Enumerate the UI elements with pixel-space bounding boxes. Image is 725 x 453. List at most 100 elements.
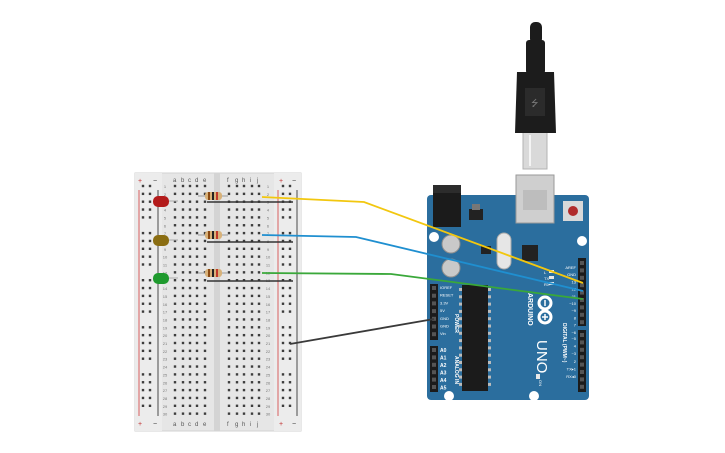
breadboard-hole[interactable]	[227, 271, 231, 274]
breadboard-hole[interactable]	[188, 255, 192, 258]
breadboard-hole[interactable]	[203, 286, 207, 290]
breadboard-hole[interactable]	[250, 255, 254, 258]
rail-hole[interactable]	[148, 341, 152, 345]
breadboard-hole[interactable]	[235, 388, 239, 392]
rail-hole[interactable]	[141, 357, 145, 360]
breadboard-hole[interactable]	[195, 286, 199, 290]
breadboard-hole[interactable]	[203, 224, 207, 227]
power-pin-hole[interactable]	[432, 332, 436, 337]
rail-hole[interactable]	[141, 231, 145, 235]
breadboard-hole[interactable]	[173, 349, 177, 353]
rail-hole[interactable]	[281, 255, 285, 258]
breadboard-hole[interactable]	[235, 184, 239, 188]
breadboard-hole[interactable]	[188, 192, 192, 196]
analog-pin-hole[interactable]	[432, 362, 436, 367]
breadboard-hole[interactable]	[242, 310, 246, 313]
digital-pin-hole[interactable]	[580, 261, 584, 265]
breadboard-hole[interactable]	[227, 365, 231, 368]
breadboard-hole[interactable]	[242, 318, 246, 321]
rail-hole[interactable]	[281, 357, 285, 360]
breadboard-hole[interactable]	[181, 373, 185, 376]
breadboard-hole[interactable]	[195, 224, 199, 227]
rail-hole[interactable]	[288, 310, 292, 313]
rail-hole[interactable]	[281, 192, 285, 196]
breadboard-hole[interactable]	[235, 271, 239, 274]
rail-hole[interactable]	[141, 333, 145, 337]
rail-hole[interactable]	[148, 326, 152, 329]
breadboard-hole[interactable]	[181, 263, 185, 266]
resistor-2[interactable]	[198, 231, 228, 239]
breadboard-hole[interactable]	[188, 216, 192, 219]
breadboard-hole[interactable]	[181, 224, 185, 227]
breadboard-hole[interactable]	[195, 326, 199, 329]
breadboard-hole[interactable]	[203, 263, 207, 266]
breadboard-hole[interactable]	[242, 208, 246, 211]
rail-hole[interactable]	[141, 310, 145, 313]
breadboard-hole[interactable]	[227, 208, 231, 211]
breadboard-hole[interactable]	[173, 286, 177, 290]
breadboard-hole[interactable]	[227, 404, 231, 407]
breadboard-hole[interactable]	[250, 349, 254, 353]
breadboard-hole[interactable]	[173, 192, 177, 196]
breadboard-hole[interactable]	[188, 200, 192, 203]
breadboard-hole[interactable]	[250, 326, 254, 329]
breadboard-hole[interactable]	[242, 231, 246, 235]
rail-hole[interactable]	[288, 184, 292, 188]
breadboard-hole[interactable]	[257, 255, 261, 258]
digital-pin-hole[interactable]	[580, 320, 584, 325]
breadboard-hole[interactable]	[257, 349, 261, 353]
rail-hole[interactable]	[141, 192, 145, 196]
rail-hole[interactable]	[281, 341, 285, 345]
breadboard-hole[interactable]	[173, 341, 177, 345]
breadboard-hole[interactable]	[203, 396, 207, 400]
rail-hole[interactable]	[281, 381, 285, 384]
breadboard-hole[interactable]	[235, 208, 239, 211]
breadboard-hole[interactable]	[173, 279, 177, 282]
breadboard-hole[interactable]	[181, 404, 185, 407]
breadboard-hole[interactable]	[173, 365, 177, 368]
rail-hole[interactable]	[148, 294, 152, 298]
breadboard-hole[interactable]	[195, 216, 199, 219]
breadboard-hole[interactable]	[181, 192, 185, 196]
breadboard-hole[interactable]	[173, 302, 177, 305]
breadboard-hole[interactable]	[242, 302, 246, 305]
rail-hole[interactable]	[281, 231, 285, 235]
rail-hole[interactable]	[141, 184, 145, 188]
digital-pin-hole[interactable]	[580, 340, 584, 345]
breadboard-hole[interactable]	[188, 412, 192, 415]
rail-hole[interactable]	[281, 388, 285, 392]
breadboard-hole[interactable]	[203, 184, 207, 188]
breadboard-hole[interactable]	[203, 239, 207, 243]
rail-hole[interactable]	[148, 357, 152, 360]
breadboard-hole[interactable]	[242, 373, 246, 376]
breadboard-hole[interactable]	[227, 412, 231, 415]
breadboard-hole[interactable]	[257, 247, 261, 250]
breadboard-hole[interactable]	[181, 349, 185, 353]
rail-hole[interactable]	[281, 333, 285, 337]
rail-hole[interactable]	[141, 388, 145, 392]
breadboard-hole[interactable]	[257, 381, 261, 384]
breadboard-hole[interactable]	[257, 231, 261, 235]
breadboard-hole[interactable]	[250, 208, 254, 211]
breadboard-hole[interactable]	[235, 294, 239, 298]
breadboard-hole[interactable]	[181, 294, 185, 298]
rail-hole[interactable]	[288, 396, 292, 400]
breadboard-hole[interactable]	[188, 286, 192, 290]
breadboard-hole[interactable]	[242, 357, 246, 360]
rail-hole[interactable]	[148, 279, 152, 282]
breadboard-hole[interactable]	[188, 208, 192, 211]
breadboard-hole[interactable]	[195, 294, 199, 298]
led-green[interactable]	[153, 273, 178, 284]
digital-pin-hole[interactable]	[580, 290, 584, 295]
breadboard-hole[interactable]	[227, 388, 231, 392]
breadboard-hole[interactable]	[195, 318, 199, 321]
breadboard-hole[interactable]	[227, 224, 231, 227]
rail-hole[interactable]	[281, 247, 285, 250]
rail-hole[interactable]	[148, 302, 152, 305]
breadboard-hole[interactable]	[188, 239, 192, 243]
breadboard-hole[interactable]	[250, 404, 254, 407]
rail-hole[interactable]	[148, 208, 152, 211]
breadboard-hole[interactable]	[242, 271, 246, 274]
breadboard-hole[interactable]	[173, 200, 177, 203]
breadboard-hole[interactable]	[242, 224, 246, 227]
